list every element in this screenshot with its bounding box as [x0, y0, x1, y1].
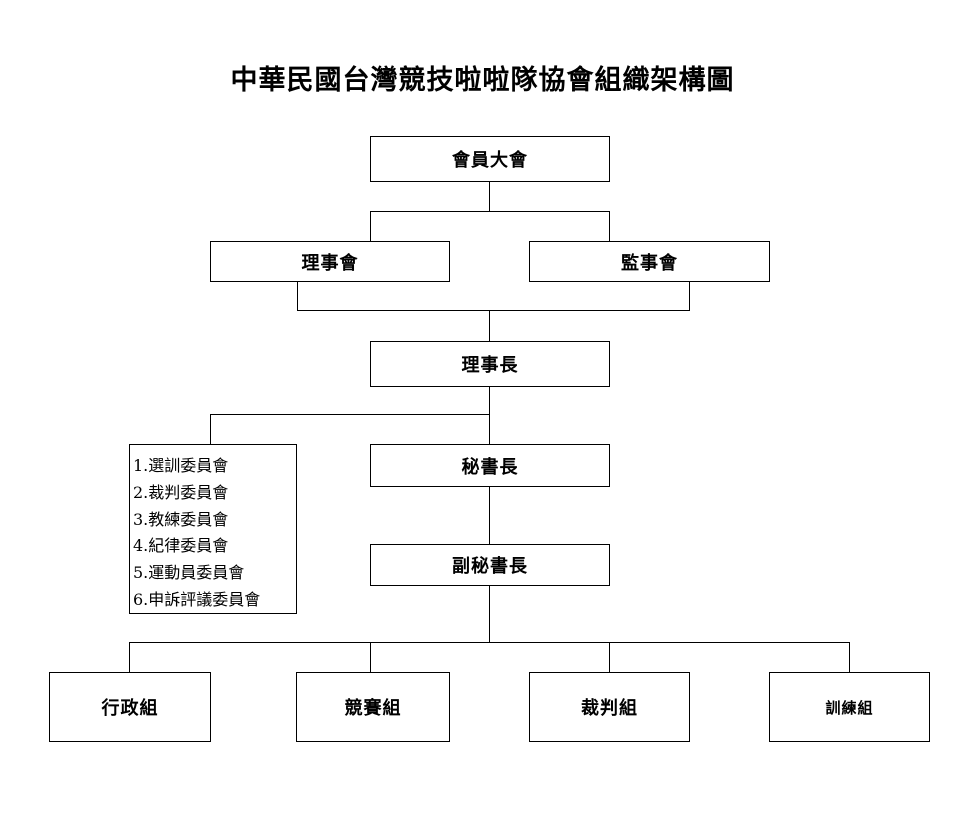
node-label: 競賽組 [344, 698, 402, 719]
connector [609, 211, 610, 241]
chart-title: 中華民國台灣競技啦啦隊協會組織架構圖 [230, 65, 735, 96]
connector [210, 414, 490, 415]
node-board-of-supervisors: 監事會 [529, 241, 770, 282]
node-admin-group: 行政組 [49, 672, 211, 742]
node-board-of-directors: 理事會 [210, 241, 450, 282]
node-label: 理事會 [301, 252, 359, 274]
connector [210, 414, 211, 444]
connector [609, 642, 610, 672]
connector [129, 642, 130, 672]
connector [489, 486, 490, 544]
connector [129, 642, 850, 643]
connector [489, 310, 490, 341]
connector [370, 211, 610, 212]
node-training-group: 訓練組 [769, 672, 930, 742]
node-chairman: 理事長 [370, 341, 610, 387]
committee-item: 6.申訴評議委員會 [133, 589, 261, 609]
node-competition-group: 競賽組 [296, 672, 450, 742]
node-general-assembly: 會員大會 [370, 136, 610, 182]
node-label: 秘書長 [461, 456, 519, 478]
connector [489, 181, 490, 212]
node-label: 會員大會 [452, 150, 528, 171]
connector [370, 211, 371, 241]
connector [370, 642, 371, 672]
connector [489, 585, 490, 643]
node-deputy-secretary-general: 副秘書長 [370, 544, 610, 586]
connector [297, 310, 690, 311]
committee-item: 3.教練委員會 [133, 509, 229, 529]
committee-item: 2.裁判委員會 [133, 482, 229, 502]
connector [297, 281, 298, 311]
node-label: 副秘書長 [452, 556, 528, 577]
connector [689, 281, 690, 311]
node-label: 監事會 [621, 252, 678, 274]
committee-item: 5.運動員委員會 [133, 563, 245, 583]
node-label: 理事長 [461, 355, 519, 376]
committee-item: 1.選訓委員會 [133, 456, 229, 475]
connector [849, 642, 850, 672]
node-label: 裁判組 [581, 698, 638, 719]
node-label: 行政組 [101, 698, 159, 719]
node-label: 訓練組 [825, 698, 874, 717]
committee-list: 1.選訓委員會 2.裁判委員會 3.教練委員會 4.紀律委員會 5.運動員委員會… [129, 444, 297, 614]
node-referee-group: 裁判組 [529, 672, 690, 742]
node-secretary-general: 秘書長 [370, 444, 610, 487]
connector [489, 386, 490, 444]
committee-item: 4.紀律委員會 [133, 536, 229, 556]
